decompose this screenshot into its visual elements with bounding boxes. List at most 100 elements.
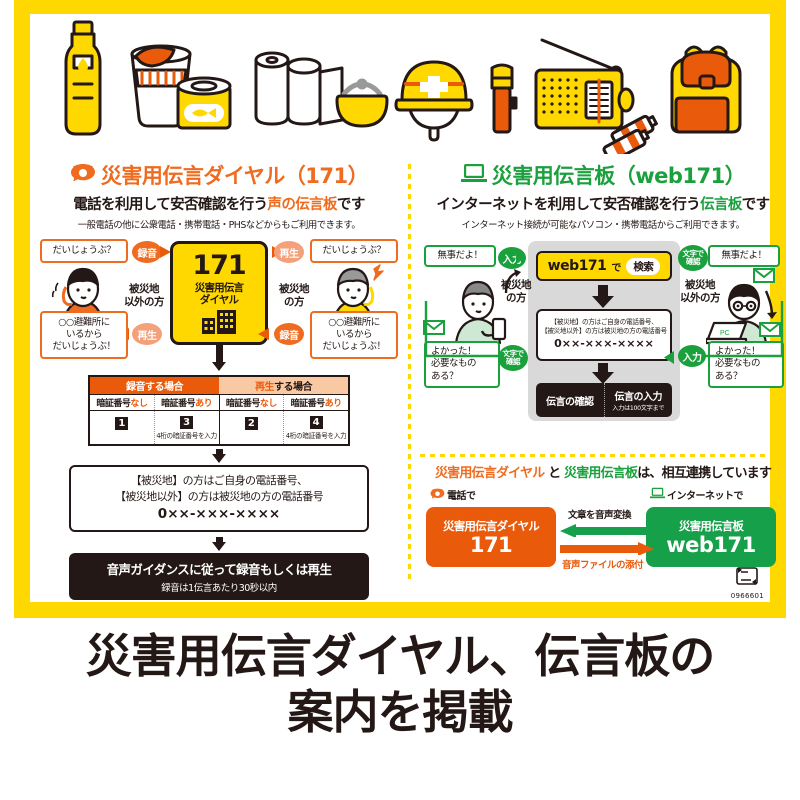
interlink-arrow-top-label: 文章を音声変換 (568, 510, 632, 521)
web-tel-line2: 【被災地以外】の方は被災地の方の電話番号 (541, 326, 667, 335)
header-record: 録音する場合 (90, 377, 219, 394)
search-button[interactable]: 検索 (626, 257, 661, 275)
sub-3-text: 暗証番号 (225, 399, 261, 409)
message-input-sub: 入力は100文字まで (612, 405, 665, 412)
web-tel-line1: 【被災地】の方はご自身の電話番号、 (550, 318, 658, 327)
person-pc-illustration: PC (706, 283, 768, 345)
interlink-box-dial: 災害用伝言ダイヤル 171 (426, 507, 556, 567)
green-arrow-right-1 (516, 251, 526, 264)
web-role-left: 被災地の方 (501, 279, 532, 304)
sub-4-em: あり (324, 399, 343, 409)
arrow-down-3 (212, 542, 226, 552)
pill-record-top-left: 録音 (132, 241, 162, 263)
hint-4: 4桁の暗証番号を入力 (285, 431, 347, 440)
interlink-cap-right-text: インターネットで (667, 491, 744, 502)
step-number-4: 4 (309, 415, 323, 429)
passcode-table: 録音する場合 再生する場合 暗証番号なし 暗証番号あり 暗証番号なし 暗証番号あ… (88, 375, 350, 446)
voice-guidance-line1: 音声ガイダンスに従って録音もしくは再生 (106, 562, 332, 578)
pill-record-bottom-right: 録音 (274, 323, 304, 345)
bubble-top-right: だいじょうぶ？ (310, 239, 398, 263)
interlink-caption-left: 電話で (430, 487, 476, 502)
message-check-label: 伝言の確認 (546, 396, 594, 408)
dial-subtitle-b: です (336, 197, 365, 213)
backpack-icon (670, 45, 742, 134)
two-column-body: 災害用伝言ダイヤル（171） 電話を利用して安否確認を行う声の伝言板です 一般電… (30, 160, 786, 601)
arrow-stem-1 (215, 357, 223, 363)
web-header: 災害用伝言板（web171） インターネットを利用して安否確認を行う伝言板です … (420, 160, 786, 231)
interlink-box-web: 災害用伝言板 web171 (646, 507, 776, 567)
interlink-row: 電話で 災害用伝言ダイヤル 171 (420, 485, 786, 585)
green-loop-left (424, 301, 504, 358)
step-cell-3: 2 - (220, 411, 285, 444)
message-check-half[interactable]: 伝言の確認 (536, 383, 604, 417)
sign-171-label: 災害用伝言 ダイヤル (195, 282, 244, 306)
dial-subtitle-a: 電話を利用して安否確認を行う (73, 197, 268, 213)
helmet-icon (394, 60, 474, 142)
web-bubble-top-right: 無事だよ！ (708, 245, 780, 268)
sign-post (216, 345, 223, 357)
section-web171: 災害用伝言板（web171） インターネットを利用して安否確認を行う伝言板です … (420, 160, 786, 590)
page-headline: 災害用伝言ダイヤル、伝言板の 案内を掲載 (0, 628, 800, 740)
print-code-block: 0966601 (731, 565, 764, 600)
dial-note: 一般電話の他に公衆電話・携帯電話・PHSなどからもご利用できます。 (77, 220, 361, 231)
horizontal-dotted-divider (420, 454, 786, 457)
sign-171: 171 災害用伝言 ダイヤル (170, 241, 268, 345)
svg-text:PC: PC (720, 330, 730, 337)
web-subtitle-highlight: 伝言板 (700, 197, 742, 213)
arrow-down-1 (212, 362, 226, 371)
sub-2-em: あり (195, 399, 213, 409)
role-right: 被災地の方 (279, 283, 310, 308)
curved-arrow-up-left (504, 269, 521, 294)
interlink-box-web-number: web171 (666, 532, 756, 557)
emergency-supplies-illustration (30, 18, 770, 158)
sub-1-text: 暗証番号 (96, 399, 131, 409)
dial-title-row: 災害用伝言ダイヤル（171） (36, 160, 402, 190)
message-input-half[interactable]: 伝言の入力 入力は100文字まで (603, 383, 673, 417)
step-cell-2: 3 4桁の暗証番号を入力 (155, 411, 220, 444)
header-record-rest: する場合 (145, 382, 184, 393)
web-pill-input-top-left: 入力 (498, 247, 526, 269)
web-title-row: 災害用伝言板（web171） (420, 160, 786, 190)
person-smartphone-illustration (454, 280, 507, 345)
voice-guidance-line2: 録音は1伝言あたり30秒以内 (161, 583, 277, 595)
sub-3-em: なし (259, 399, 278, 409)
pill-tr-1: 文字で (682, 249, 704, 259)
web-bubble-top-left: 無事だよ！ (424, 245, 496, 268)
sub-cell-1: 暗証番号なし (90, 395, 155, 410)
sub-2-text: 暗証番号 (161, 399, 196, 409)
dial-title: 災害用伝言ダイヤル（171） (100, 164, 369, 188)
phone-step-line1: 【被災地】の方はご自身の電話番号、 (130, 474, 308, 487)
bubble-bottom-right: ○○避難所にいるからだいじょうぶ！ (310, 311, 398, 359)
header-play-em: 再生 (255, 382, 275, 393)
arrow-right-1 (160, 246, 171, 258)
bubble-bottom-left: ○○避難所にいるからだいじょうぶ！ (40, 311, 128, 359)
building-icon (202, 310, 236, 335)
interlink-box-dial-title: 災害用伝言ダイヤル (443, 518, 540, 533)
pill-bl-2: 確認 (505, 357, 521, 366)
canned-food-icon (176, 76, 232, 130)
envelope-icon-2 (753, 268, 775, 283)
message-action-box: 伝言の確認 伝言の入力 入力は100文字まで (536, 383, 672, 417)
sub-cell-3: 暗証番号なし (220, 395, 285, 410)
sign-171-number: 171 (192, 249, 246, 281)
web-note: インターネット接続が可能なパソコン・携帯電話からご利用できます。 (461, 220, 745, 231)
dial-diagram: だいじょうぶ？ 録音 (36, 239, 402, 359)
water-bottle-icon (64, 20, 102, 136)
section-dial-171: 災害用伝言ダイヤル（171） 電話を利用して安否確認を行う声の伝言板です 一般電… (36, 160, 402, 601)
search-bar[interactable]: web171 で 検索 (536, 251, 672, 281)
arrow-stem-2 (215, 449, 223, 455)
bubble-top-left: だいじょうぶ？ (40, 239, 128, 263)
web-title: 災害用伝言板（web171） (491, 164, 746, 188)
interlink-arrow-left (560, 524, 654, 537)
laptop-icon (460, 163, 487, 188)
header-play: 再生する場合 (219, 377, 348, 394)
interlink-caption-right: インターネットで (650, 487, 744, 502)
headline-line-2: 案内を掲載 (287, 685, 514, 740)
toilet-paper-icon (254, 51, 344, 126)
web-bubble-bottom-right: よかった！必要なものある？ (708, 341, 784, 389)
sub-4-text: 暗証番号 (290, 399, 326, 409)
arrow-down-2 (212, 454, 226, 463)
web-telephone-box: 【被災地】の方はご自身の電話番号、 【被災地以外】の方は被災地の方の電話番号 0… (536, 309, 672, 361)
interlink-arrow-right (560, 542, 654, 555)
